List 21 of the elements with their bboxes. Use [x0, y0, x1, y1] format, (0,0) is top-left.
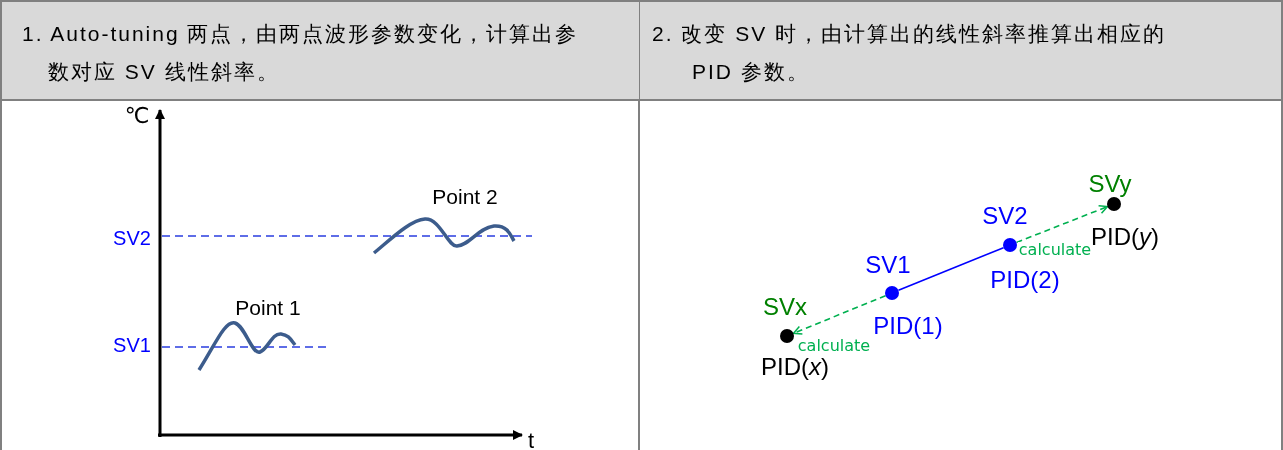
axis-label: t — [527, 430, 535, 450]
header-cell: 2. 改变 SV 时，由计算出的线性斜率推算出相应的 PID 参数。 — [640, 2, 1281, 99]
setpoint-label: SV1 — [113, 335, 151, 355]
point-label: Point 2 — [432, 185, 498, 207]
setpoint-label: SV2 — [982, 204, 1028, 228]
edge-label: calculate — [796, 338, 872, 354]
setpoint-label: SVx — [763, 295, 807, 319]
header-cell: 1. Auto-tuning 两点，由两点波形参数变化，计算出参数对应 SV 线性斜率。 — [2, 2, 639, 99]
connector-line — [897, 246, 1005, 292]
pid-label: PID(1) — [873, 314, 943, 338]
point-label: Point 1 — [235, 296, 301, 318]
edge-label: calculate — [1017, 242, 1093, 258]
pid-label: PID(y) — [1091, 225, 1159, 249]
axis-label: ℃ — [124, 105, 150, 127]
setpoint-label: SVy — [1088, 172, 1132, 196]
arrow — [1015, 205, 1109, 244]
setpoint-label: SV2 — [113, 228, 151, 248]
arrow — [792, 294, 887, 335]
setpoint-label: SV1 — [865, 253, 911, 277]
pid-label: PID(2) — [990, 268, 1060, 292]
pid-label: PID(x) — [761, 355, 829, 379]
